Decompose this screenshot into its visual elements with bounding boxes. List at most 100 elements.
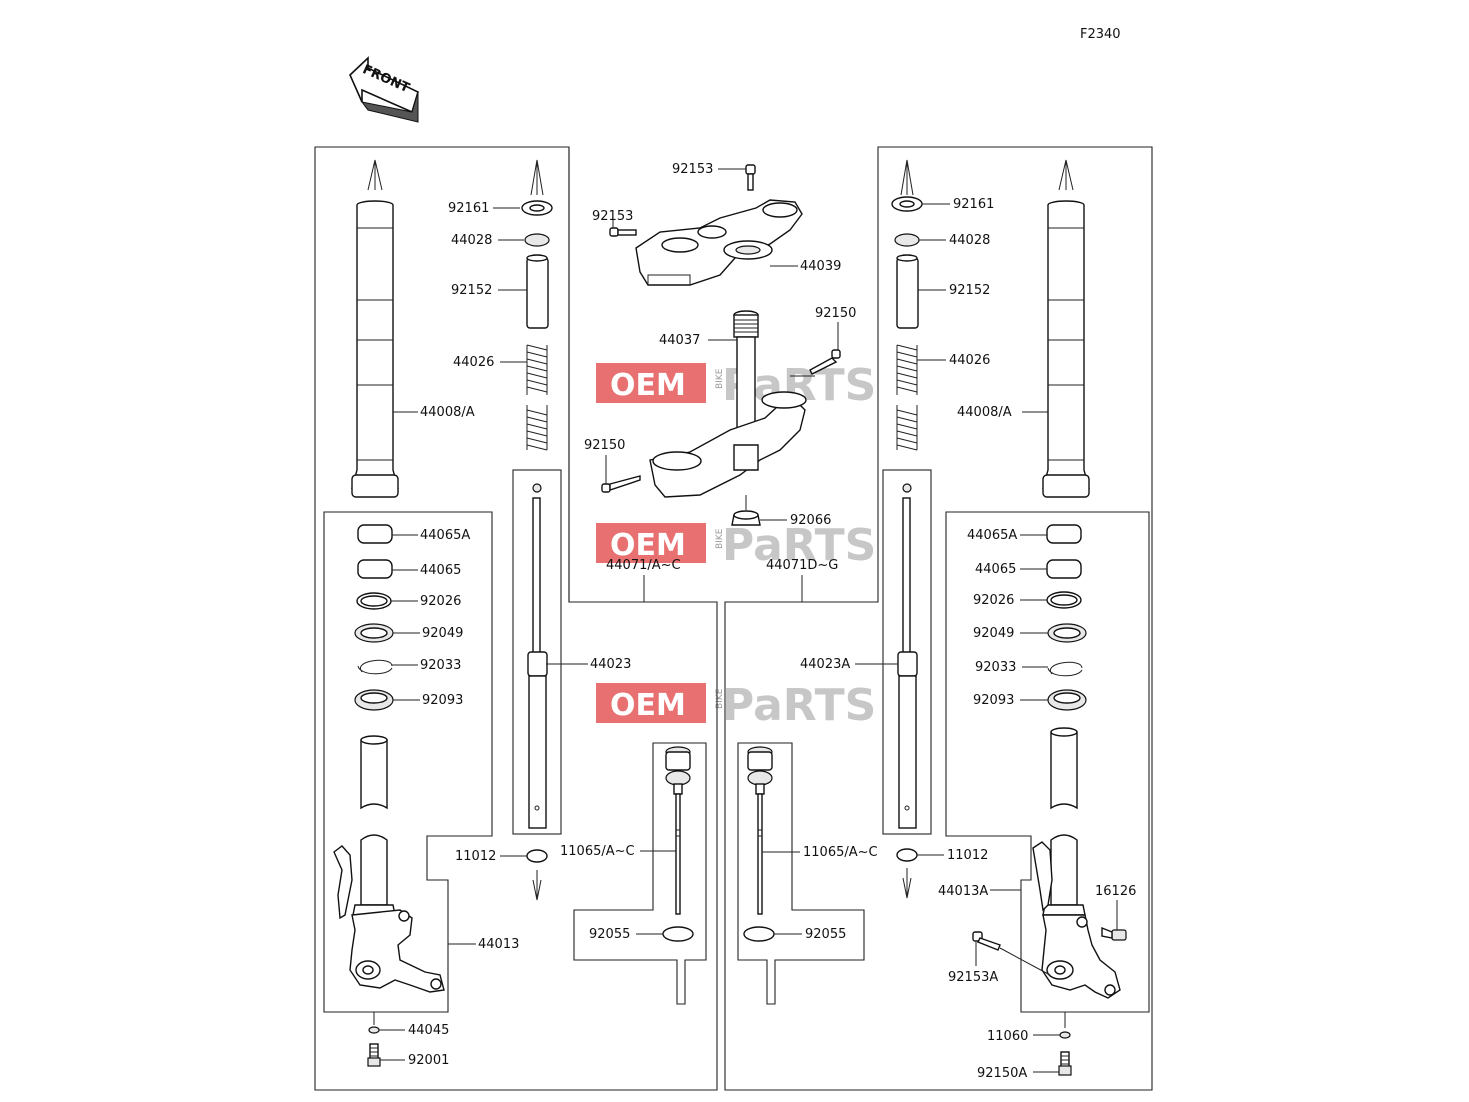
label-r92153A: 92153A: [948, 970, 998, 985]
label-r92049: 92049: [973, 626, 1014, 641]
label-l44071: 44071/A~C: [606, 558, 681, 573]
left-cartridge-subbox: [573, 742, 707, 1005]
center-44039-top-clamp: [635, 199, 803, 286]
svg-text:BIKE: BIKE: [715, 368, 725, 389]
left-outer-tube: [351, 159, 399, 498]
label-r92152: 92152: [949, 283, 990, 298]
label-r44008: 44008/A: [957, 405, 1012, 420]
label-l44045: 44045: [408, 1023, 449, 1038]
left-44026-spring: [526, 344, 548, 451]
label-l92026: 92026: [420, 594, 461, 609]
label-r92026: 92026: [973, 593, 1014, 608]
label-r44026: 44026: [949, 353, 990, 368]
label-r44065A: 44065A: [967, 528, 1017, 543]
left-92055-oring: [662, 926, 694, 942]
right-damper-rod: [897, 483, 918, 829]
front-direction-arrow: FRONT: [349, 56, 419, 123]
right-11060-washer: [1059, 1031, 1071, 1039]
label-r92055: 92055: [805, 927, 846, 942]
svg-text:OEM: OEM: [610, 528, 686, 563]
center-assembly-boundary: [568, 147, 717, 603]
label-l11065: 11065/A~C: [560, 844, 635, 859]
label-l44037: 44037: [659, 333, 700, 348]
label-l44065A: 44065A: [420, 528, 470, 543]
center-lower-bracket: [649, 391, 807, 498]
svg-text:PaRTS: PaRTS: [722, 520, 876, 571]
label-l92066: 92066: [790, 513, 831, 528]
right-92055-oring: [743, 926, 775, 942]
svg-text:OEM: OEM: [610, 688, 686, 723]
label-r11065: 11065/A~C: [803, 845, 878, 860]
left-44065A: [357, 524, 393, 544]
left-inner-tube-44013: [333, 735, 445, 993]
right-92152-collar: [896, 254, 919, 329]
label-l92161: 92161: [448, 201, 489, 216]
svg-text:PaRTS: PaRTS: [722, 680, 876, 731]
label-l92152: 92152: [451, 283, 492, 298]
right-11012-bush: [896, 848, 918, 862]
watermark-3: OEM BIKE PaRTS: [596, 680, 876, 731]
center-92150-bolt-right: [809, 349, 841, 375]
label-44008: 44008/A: [420, 405, 475, 420]
label-l44026: 44026: [453, 355, 494, 370]
label-r92161: 92161: [953, 197, 994, 212]
left-44045-washer: [368, 1026, 380, 1034]
right-assembly-boundary: [724, 146, 1153, 1091]
right-lower-subbox: [945, 511, 1150, 1013]
center-92150-bolt-left: [601, 475, 641, 493]
label-l92033: 92033: [420, 658, 461, 673]
label-r92033: 92033: [975, 660, 1016, 675]
right-92033-clip: [1047, 661, 1083, 677]
svg-text:OEM: OEM: [610, 368, 686, 403]
left-92152-collar: [526, 254, 549, 329]
right-cartridge-11065: [747, 746, 773, 915]
label-l44028: 44028: [451, 233, 492, 248]
label-l11012: 11012: [455, 849, 496, 864]
watermark-1: OEM BIKE PaRTS: [596, 360, 876, 411]
svg-text:BIKE: BIKE: [715, 688, 725, 709]
label-l44023: 44023: [590, 657, 631, 672]
left-44028-seat: [524, 233, 550, 247]
label-r44028: 44028: [949, 233, 990, 248]
label-l92153a: 92153: [672, 162, 713, 177]
left-44065: [357, 559, 393, 579]
label-r44071: 44071D~G: [766, 558, 838, 573]
right-cartridge-subbox: [737, 742, 865, 1005]
label-r11060: 11060: [987, 1029, 1028, 1044]
right-44026-spring: [896, 344, 918, 451]
right-44065: [1046, 559, 1082, 579]
label-l44013: 44013: [478, 937, 519, 952]
right-inner-tube-44013A: [1032, 727, 1121, 999]
center-92153-bolt-top: [745, 164, 756, 191]
label-r92093: 92093: [973, 693, 1014, 708]
left-cartridge-11065: [665, 746, 691, 915]
label-r92150A: 92150A: [977, 1066, 1027, 1081]
left-11012-bush: [526, 849, 548, 863]
svg-text:BIKE: BIKE: [715, 528, 725, 549]
label-l92093: 92093: [422, 693, 463, 708]
label-l92150b: 92150: [584, 438, 625, 453]
label-r44023A: 44023A: [800, 657, 850, 672]
right-44028-seat: [894, 233, 920, 247]
label-r44013A: 44013A: [938, 884, 988, 899]
right-16126-bleeder: [1101, 926, 1127, 941]
right-damper-subbox: [882, 469, 932, 835]
left-damper-rod: [527, 483, 548, 829]
watermark-2: OEM BIKE PaRTS: [596, 520, 876, 571]
right-outer-tube: [1042, 159, 1090, 498]
figure-code: F2340: [1080, 27, 1121, 42]
label-r11012: 11012: [947, 848, 988, 863]
right-92153A-bolt: [972, 931, 1001, 951]
label-l92055: 92055: [589, 927, 630, 942]
left-92033-clip: [357, 659, 393, 675]
left-lower-subbox: [323, 511, 493, 1013]
label-l44039: 44039: [800, 259, 841, 274]
label-l44065: 44065: [420, 563, 461, 578]
center-92066-nut: [731, 495, 761, 526]
right-92150A-bolt: [1058, 1051, 1072, 1076]
label-l92150a: 92150: [815, 306, 856, 321]
label-r16126: 16126: [1095, 884, 1136, 899]
label-l92001: 92001: [408, 1053, 449, 1068]
label-r44065: 44065: [975, 562, 1016, 577]
